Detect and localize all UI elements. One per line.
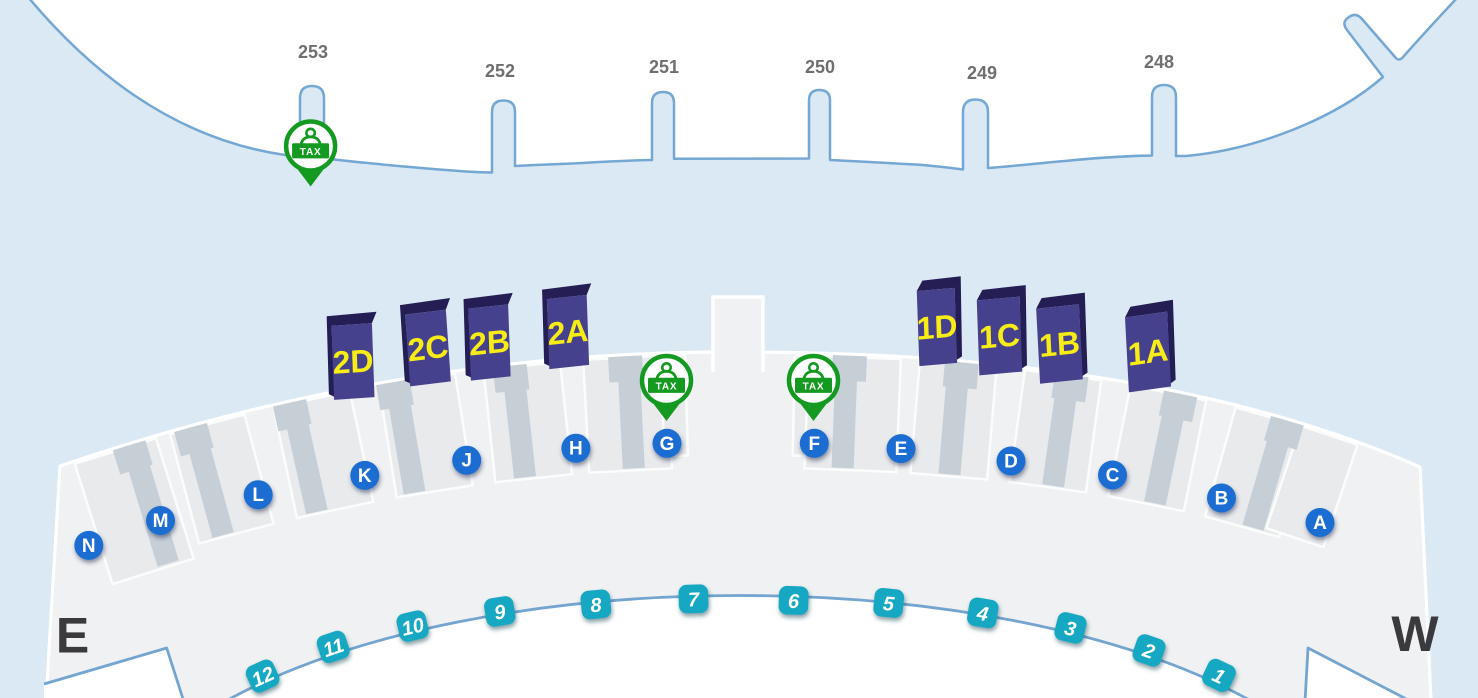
svg-text:W: W (1391, 606, 1439, 662)
svg-text:H: H (569, 439, 583, 460)
svg-text:7: 7 (688, 589, 701, 611)
svg-text:TAX: TAX (300, 147, 322, 158)
svg-text:10: 10 (400, 614, 427, 641)
svg-text:E: E (56, 608, 89, 664)
svg-text:2D: 2D (332, 342, 374, 381)
svg-text:F: F (808, 434, 820, 455)
svg-text:K: K (358, 466, 372, 487)
svg-text:9: 9 (493, 601, 508, 625)
svg-text:M: M (153, 511, 169, 532)
svg-text:248: 248 (1144, 52, 1174, 72)
svg-text:252: 252 (485, 61, 515, 81)
svg-text:A: A (1313, 513, 1327, 534)
svg-text:1B: 1B (1038, 324, 1081, 364)
svg-text:2C: 2C (406, 328, 449, 369)
svg-text:E: E (895, 439, 908, 460)
svg-text:1A: 1A (1127, 331, 1169, 373)
svg-text:D: D (1004, 452, 1018, 473)
svg-text:5: 5 (882, 593, 896, 616)
svg-text:250: 250 (805, 57, 835, 77)
svg-text:249: 249 (967, 63, 997, 83)
svg-text:N: N (82, 536, 96, 557)
svg-text:4: 4 (974, 602, 990, 626)
svg-text:251: 251 (649, 57, 679, 77)
svg-text:L: L (252, 485, 264, 506)
svg-text:1D: 1D (916, 307, 958, 347)
svg-text:3: 3 (1062, 617, 1078, 641)
svg-text:2B: 2B (469, 322, 511, 362)
svg-text:J: J (461, 451, 472, 472)
svg-text:C: C (1106, 466, 1120, 487)
svg-text:8: 8 (589, 594, 603, 617)
svg-text:B: B (1215, 489, 1229, 510)
svg-text:TAX: TAX (803, 382, 825, 393)
svg-text:1C: 1C (978, 316, 1020, 356)
svg-text:253: 253 (298, 42, 328, 62)
svg-text:2A: 2A (547, 312, 589, 352)
svg-text:TAX: TAX (656, 382, 678, 393)
svg-text:6: 6 (788, 591, 801, 613)
svg-text:G: G (660, 434, 675, 455)
